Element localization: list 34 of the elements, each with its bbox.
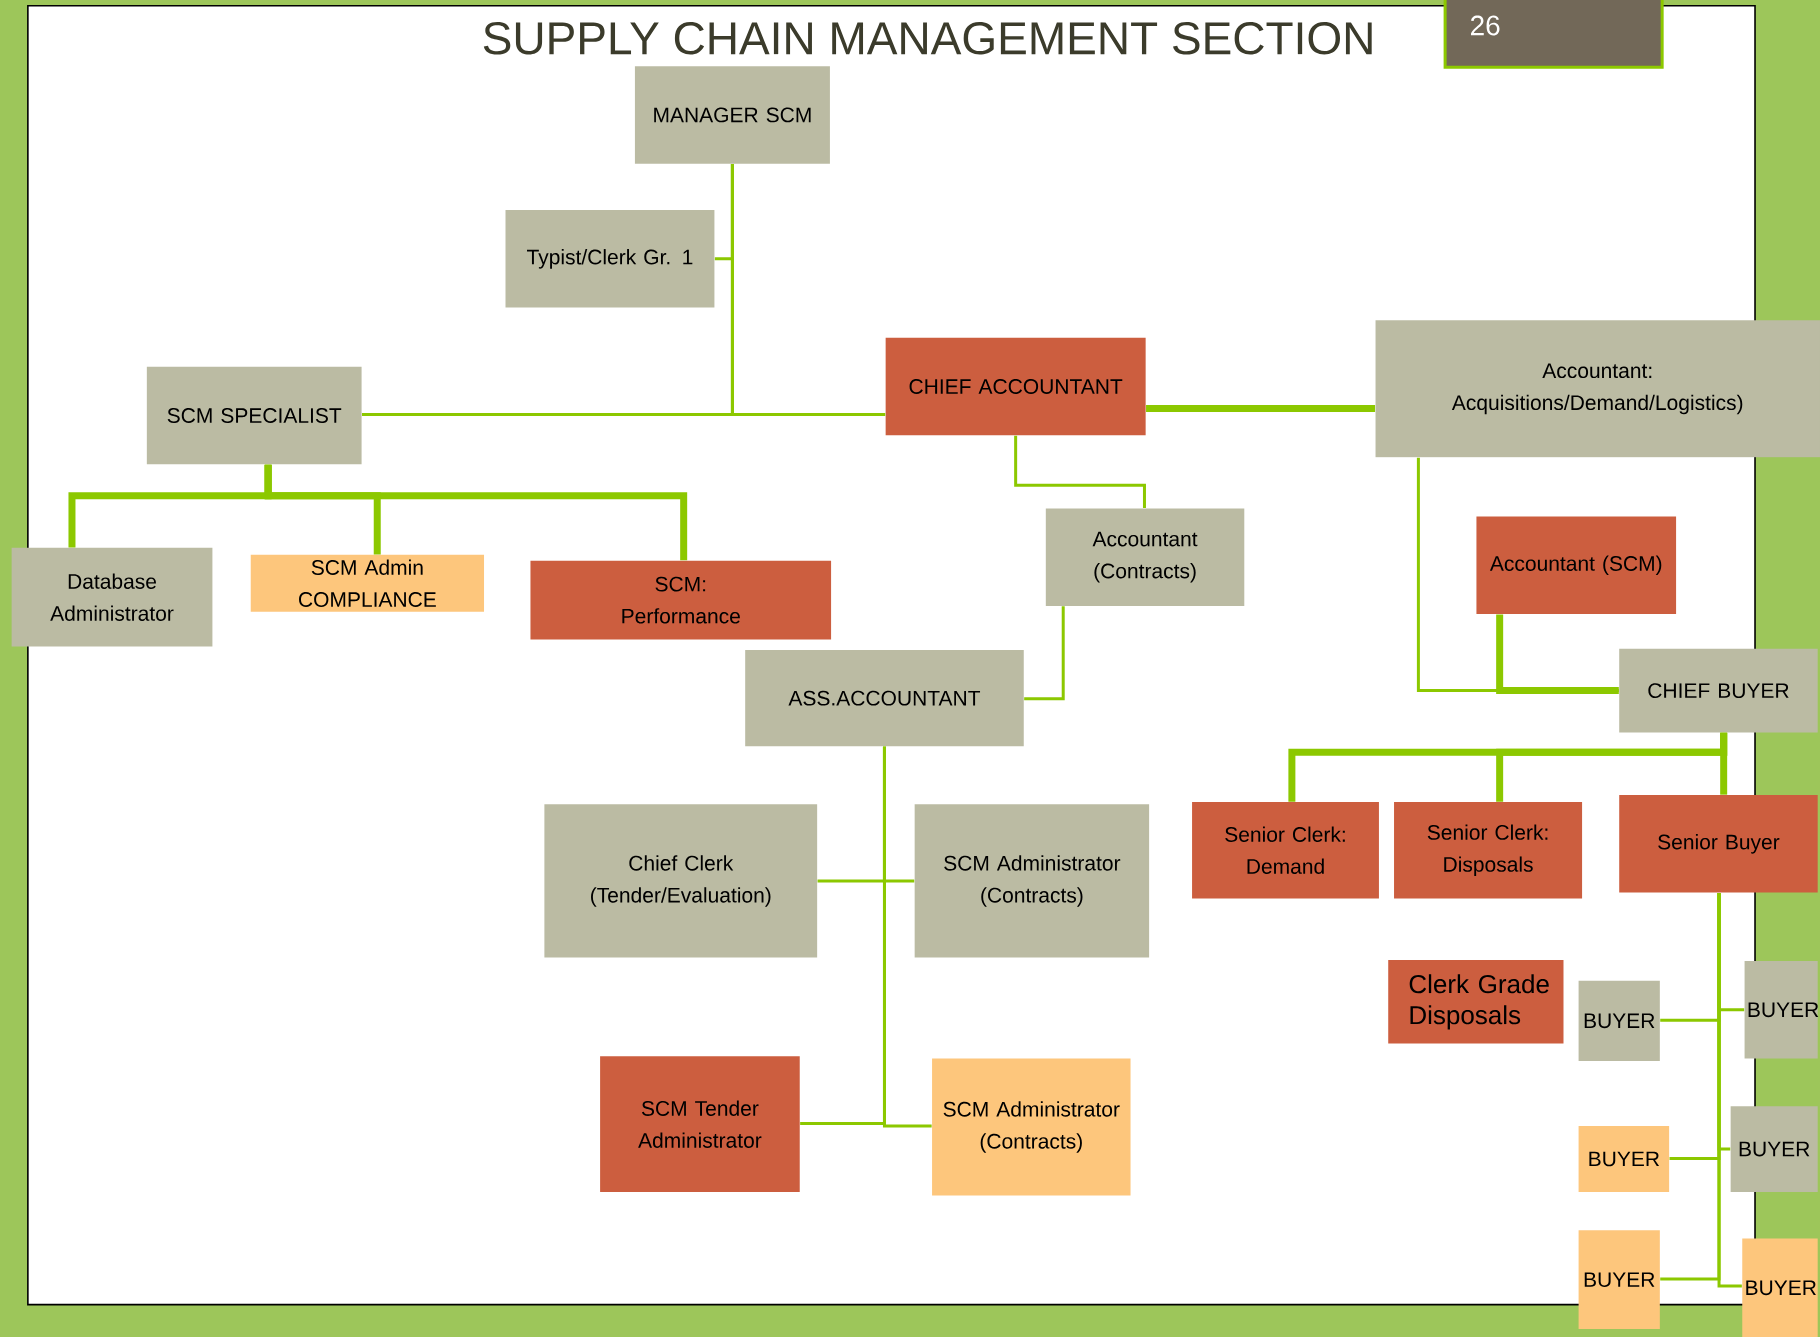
- position-box: BUYER: [1742, 1238, 1818, 1337]
- connector-line: [264, 464, 688, 561]
- connector-line: [1014, 435, 1146, 508]
- position-box: SCM: Performance: [530, 560, 832, 640]
- position-box: CHIEF ACCOUNTANT: [885, 337, 1146, 436]
- position-box: SCM SPECIALIST: [146, 366, 362, 465]
- position-box: Clerk Grade Disposals: [1388, 959, 1564, 1044]
- position-box: Chief Clerk (Tender/Evaluation): [544, 804, 818, 958]
- title: SUPPLY CHAIN MANAGEMENT SECTION: [483, 22, 1372, 55]
- connector-line: [730, 164, 886, 416]
- position-box: BUYER: [1730, 1106, 1818, 1193]
- position-box: Senior Clerk: Demand: [1192, 802, 1379, 899]
- position-box: CHIEF BUYER: [1619, 648, 1818, 733]
- position-box: SCM Admin COMPLIANCE: [250, 554, 485, 612]
- position-box: SCM Administrator (Contracts): [914, 804, 1150, 958]
- position-box: BUYER: [1744, 961, 1819, 1059]
- position-box: Senior Clerk: Disposals: [1394, 802, 1583, 899]
- connector-line: [1717, 893, 1742, 1288]
- position-box: SCM Tender Administrator: [600, 1056, 800, 1193]
- position-box: ASS.ACCOUNTANT: [745, 650, 1024, 747]
- position-box: Database Administrator: [11, 547, 213, 647]
- position-box: BUYER: [1578, 980, 1660, 1061]
- position-box: Senior Buyer: [1619, 795, 1818, 893]
- connector-line: [1024, 606, 1065, 701]
- position-box: BUYER: [1578, 1230, 1660, 1330]
- position-box: Accountant: Acquisitions/Demand/Logistics): [1375, 320, 1820, 458]
- position-box: MANAGER SCM: [634, 66, 830, 164]
- position-box: BUYER: [1578, 1125, 1670, 1193]
- position-box: Typist/Clerk Gr. 1: [505, 210, 715, 308]
- position-box: Accountant (SCM): [1476, 516, 1677, 614]
- connector-line: [882, 746, 932, 1128]
- position-box: Accountant (Contracts): [1045, 508, 1245, 606]
- position-box: SCM Administrator (Contracts): [932, 1058, 1131, 1196]
- slide-number-tab: 26: [1443, 0, 1664, 69]
